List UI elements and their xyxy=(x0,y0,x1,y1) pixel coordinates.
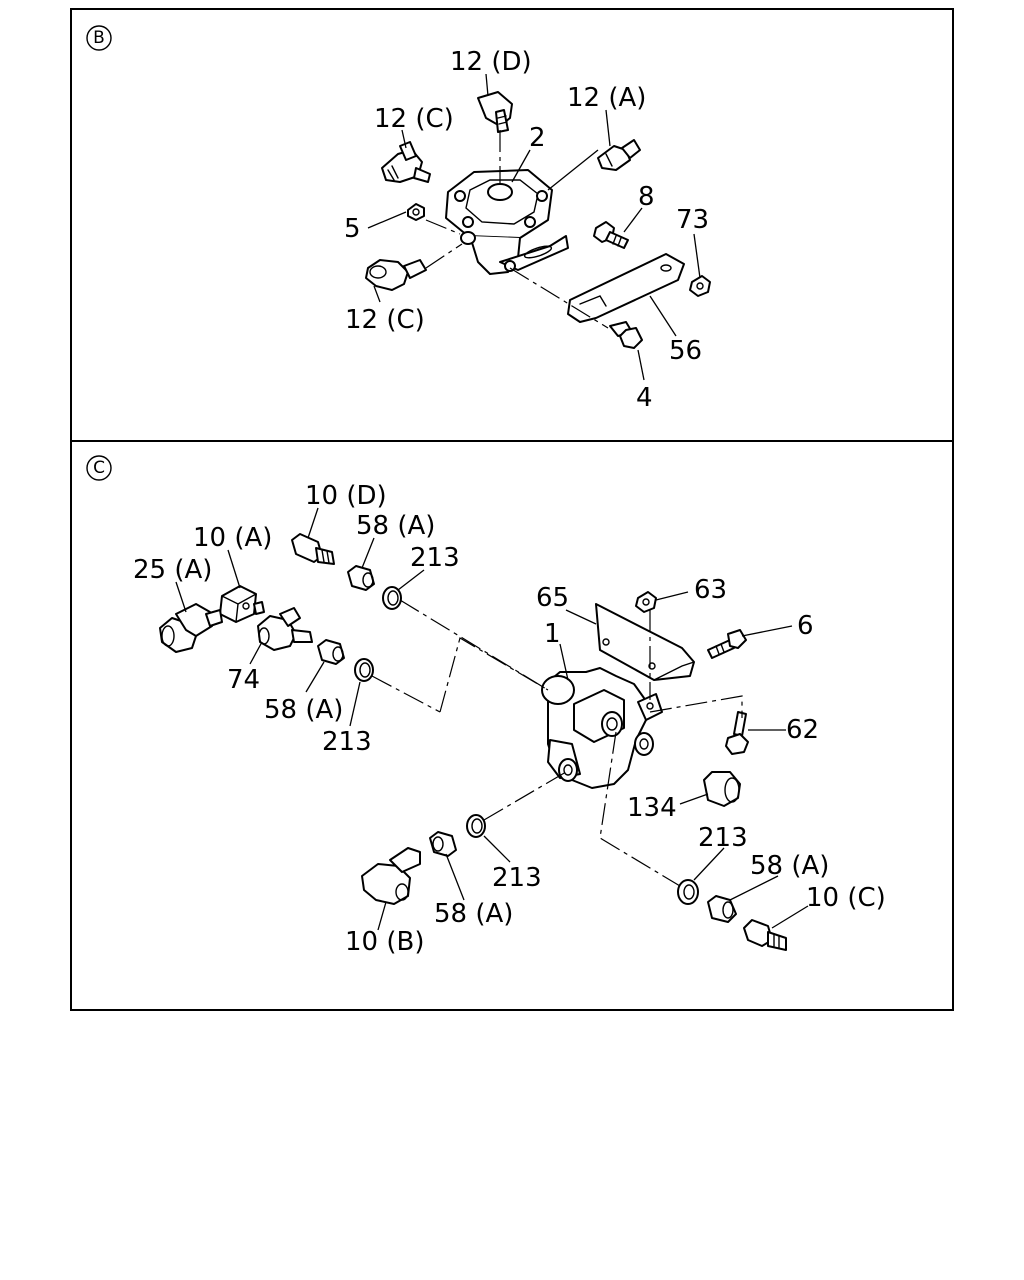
label-1: 1 xyxy=(544,619,561,649)
label-213-1: 213 xyxy=(410,543,460,573)
section-c-marker: C xyxy=(86,455,112,481)
label-12a: 12 (A) xyxy=(567,83,646,113)
switch-25a xyxy=(159,603,223,653)
bolt-6 xyxy=(707,629,747,659)
nut-58a-2 xyxy=(317,639,345,665)
nut-58a-1 xyxy=(347,565,375,591)
label-12d: 12 (D) xyxy=(450,47,532,77)
label-2: 2 xyxy=(529,123,546,153)
label-213-2: 213 xyxy=(322,727,372,757)
fitting-12d xyxy=(477,91,513,133)
bracket-65 xyxy=(595,603,695,681)
label-134: 134 xyxy=(627,793,677,823)
nut-5 xyxy=(407,203,425,221)
section-b-parts xyxy=(365,73,711,381)
fitting-10a xyxy=(219,585,265,623)
bolt-4 xyxy=(609,321,643,349)
label-58a-3: 58 (A) xyxy=(750,851,829,881)
section-c-parts xyxy=(159,507,809,951)
label-5: 5 xyxy=(344,214,361,244)
washer-213-2 xyxy=(354,658,374,682)
label-10a: 10 (A) xyxy=(193,523,272,553)
label-10d: 10 (D) xyxy=(305,481,387,511)
washer-213-4 xyxy=(677,879,699,905)
nut-58a-3 xyxy=(429,831,457,857)
label-213-3: 213 xyxy=(698,823,748,853)
svg-text:C: C xyxy=(93,458,105,478)
label-12c-top: 12 (C) xyxy=(374,104,454,134)
label-58a-4: 58 (A) xyxy=(434,899,513,929)
label-62: 62 xyxy=(786,715,819,745)
fitting-10b xyxy=(361,847,421,905)
nut-63 xyxy=(635,591,657,613)
label-4: 4 xyxy=(636,383,653,413)
label-63: 63 xyxy=(694,575,727,605)
valve-body-1 xyxy=(541,667,663,789)
label-58a-2: 58 (A) xyxy=(264,695,343,725)
valve-body-2 xyxy=(445,169,569,275)
fitting-74 xyxy=(257,607,313,651)
fitting-12a xyxy=(597,139,641,171)
bracket-56 xyxy=(567,253,685,323)
washer-213-3 xyxy=(466,814,486,838)
nut-73 xyxy=(689,275,711,297)
bolt-8 xyxy=(593,221,629,249)
fitting-10d xyxy=(291,533,335,565)
label-10c: 10 (C) xyxy=(806,883,886,913)
label-74: 74 xyxy=(227,665,260,695)
label-213-4: 213 xyxy=(492,863,542,893)
section-b-labels: 12 (D) 12 (A) 12 (C) 2 8 73 5 12 (C) 56 … xyxy=(344,47,709,413)
label-58a-1: 58 (A) xyxy=(356,511,435,541)
nut-58a-4 xyxy=(707,895,737,923)
label-10b: 10 (B) xyxy=(345,927,424,957)
label-65: 65 xyxy=(536,583,569,613)
section-b-marker: B xyxy=(86,25,112,51)
label-6: 6 xyxy=(797,611,814,641)
label-56: 56 xyxy=(669,336,702,366)
bolt-62 xyxy=(725,711,749,755)
fitting-10c xyxy=(743,919,787,951)
label-12c-bottom: 12 (C) xyxy=(345,305,425,335)
plug-134 xyxy=(703,771,741,807)
fitting-12c-top xyxy=(381,141,431,183)
label-73: 73 xyxy=(676,205,709,235)
label-8: 8 xyxy=(638,182,655,212)
washer-213-1 xyxy=(382,586,402,610)
section-c-labels: 10 (D) 58 (A) 213 10 (A) 25 (A) 65 63 6 … xyxy=(133,481,886,957)
label-25a: 25 (A) xyxy=(133,555,212,585)
fitting-12c-bottom xyxy=(365,259,427,291)
section-c-frame xyxy=(70,440,954,1011)
svg-text:B: B xyxy=(93,28,105,48)
